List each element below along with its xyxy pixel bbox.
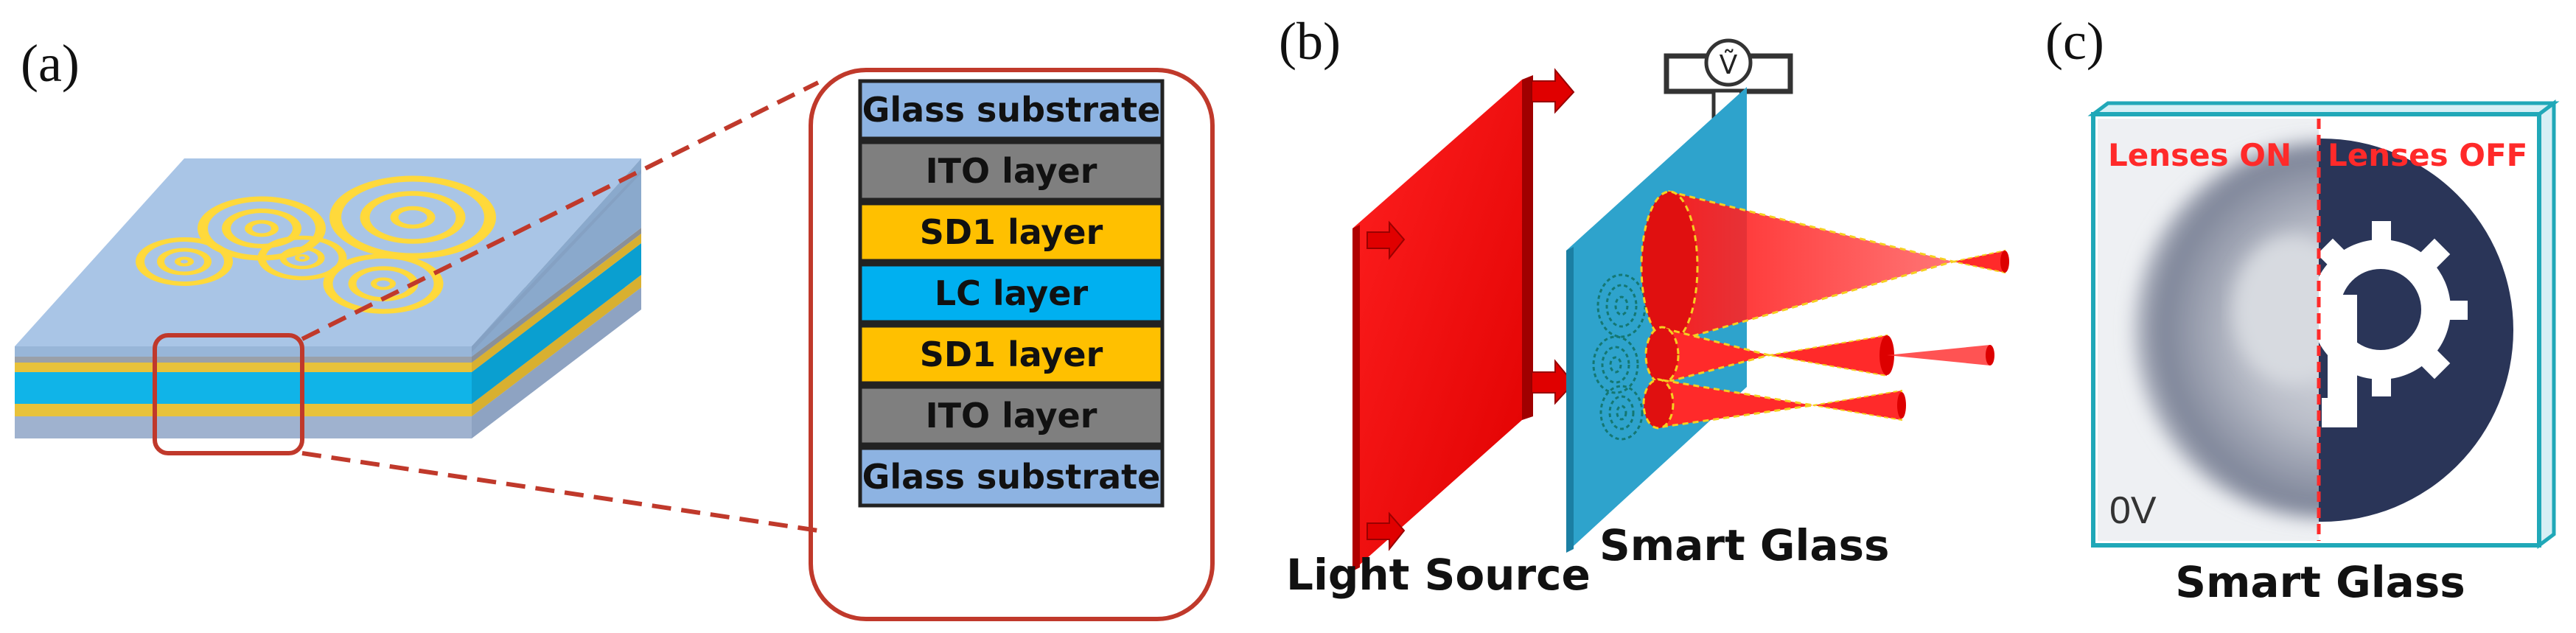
panel-c: (c) bbox=[2045, 12, 2560, 607]
panel-a-label: (a) bbox=[21, 34, 80, 93]
focused-light-cones bbox=[1640, 190, 2009, 430]
lenses-off-view bbox=[2319, 119, 2535, 541]
zoom-region-box bbox=[153, 333, 304, 455]
panel-b: (b) Light Source Ṽ bbox=[1279, 12, 2009, 600]
layer-label: ITO layer bbox=[926, 396, 1097, 436]
voltage-symbol: Ṽ bbox=[1720, 49, 1738, 80]
voltage-source-icon: Ṽ bbox=[1664, 38, 1793, 192]
lenses-off-label: Lenses OFF bbox=[2328, 137, 2527, 173]
zoom-line-bottom bbox=[301, 451, 819, 533]
layer-label: ITO layer bbox=[926, 151, 1097, 191]
layer-block bbox=[858, 385, 1165, 447]
lenses-on-label: Lenses ON bbox=[2108, 137, 2291, 173]
layer-label: SD1 layer bbox=[920, 335, 1103, 374]
panel-b-label: (b) bbox=[1279, 12, 1341, 71]
layer-label: LC layer bbox=[935, 273, 1089, 313]
layer-label: Glass substrate bbox=[862, 90, 1161, 130]
layer-label: SD1 layer bbox=[920, 212, 1103, 252]
layer-block bbox=[858, 201, 1165, 263]
layer-stack-3d bbox=[15, 158, 641, 438]
layer-block bbox=[858, 79, 1165, 141]
layer-block bbox=[858, 262, 1165, 324]
lenses-on-view bbox=[2098, 119, 2319, 541]
light-arrow-icon bbox=[1366, 68, 1575, 551]
panel-a: (a) bbox=[15, 34, 1215, 621]
light-source-label: Light Source bbox=[1286, 550, 1591, 600]
zoom-line-top bbox=[301, 80, 820, 341]
layer-label: Glass substrate bbox=[862, 457, 1161, 497]
panel-c-label: (c) bbox=[2045, 12, 2104, 71]
layer-block bbox=[858, 140, 1165, 202]
smart-glass-label-c: Smart Glass bbox=[2175, 557, 2465, 607]
layer-block bbox=[858, 324, 1165, 385]
light-source-panel bbox=[1352, 68, 1575, 571]
layer-block bbox=[858, 446, 1165, 508]
layer-breakdown-frame bbox=[809, 68, 1215, 621]
smart-glass-label-b: Smart Glass bbox=[1599, 520, 1890, 570]
voltage-left: 0V bbox=[2109, 489, 2157, 532]
voltage-right: 2V bbox=[2480, 489, 2527, 532]
